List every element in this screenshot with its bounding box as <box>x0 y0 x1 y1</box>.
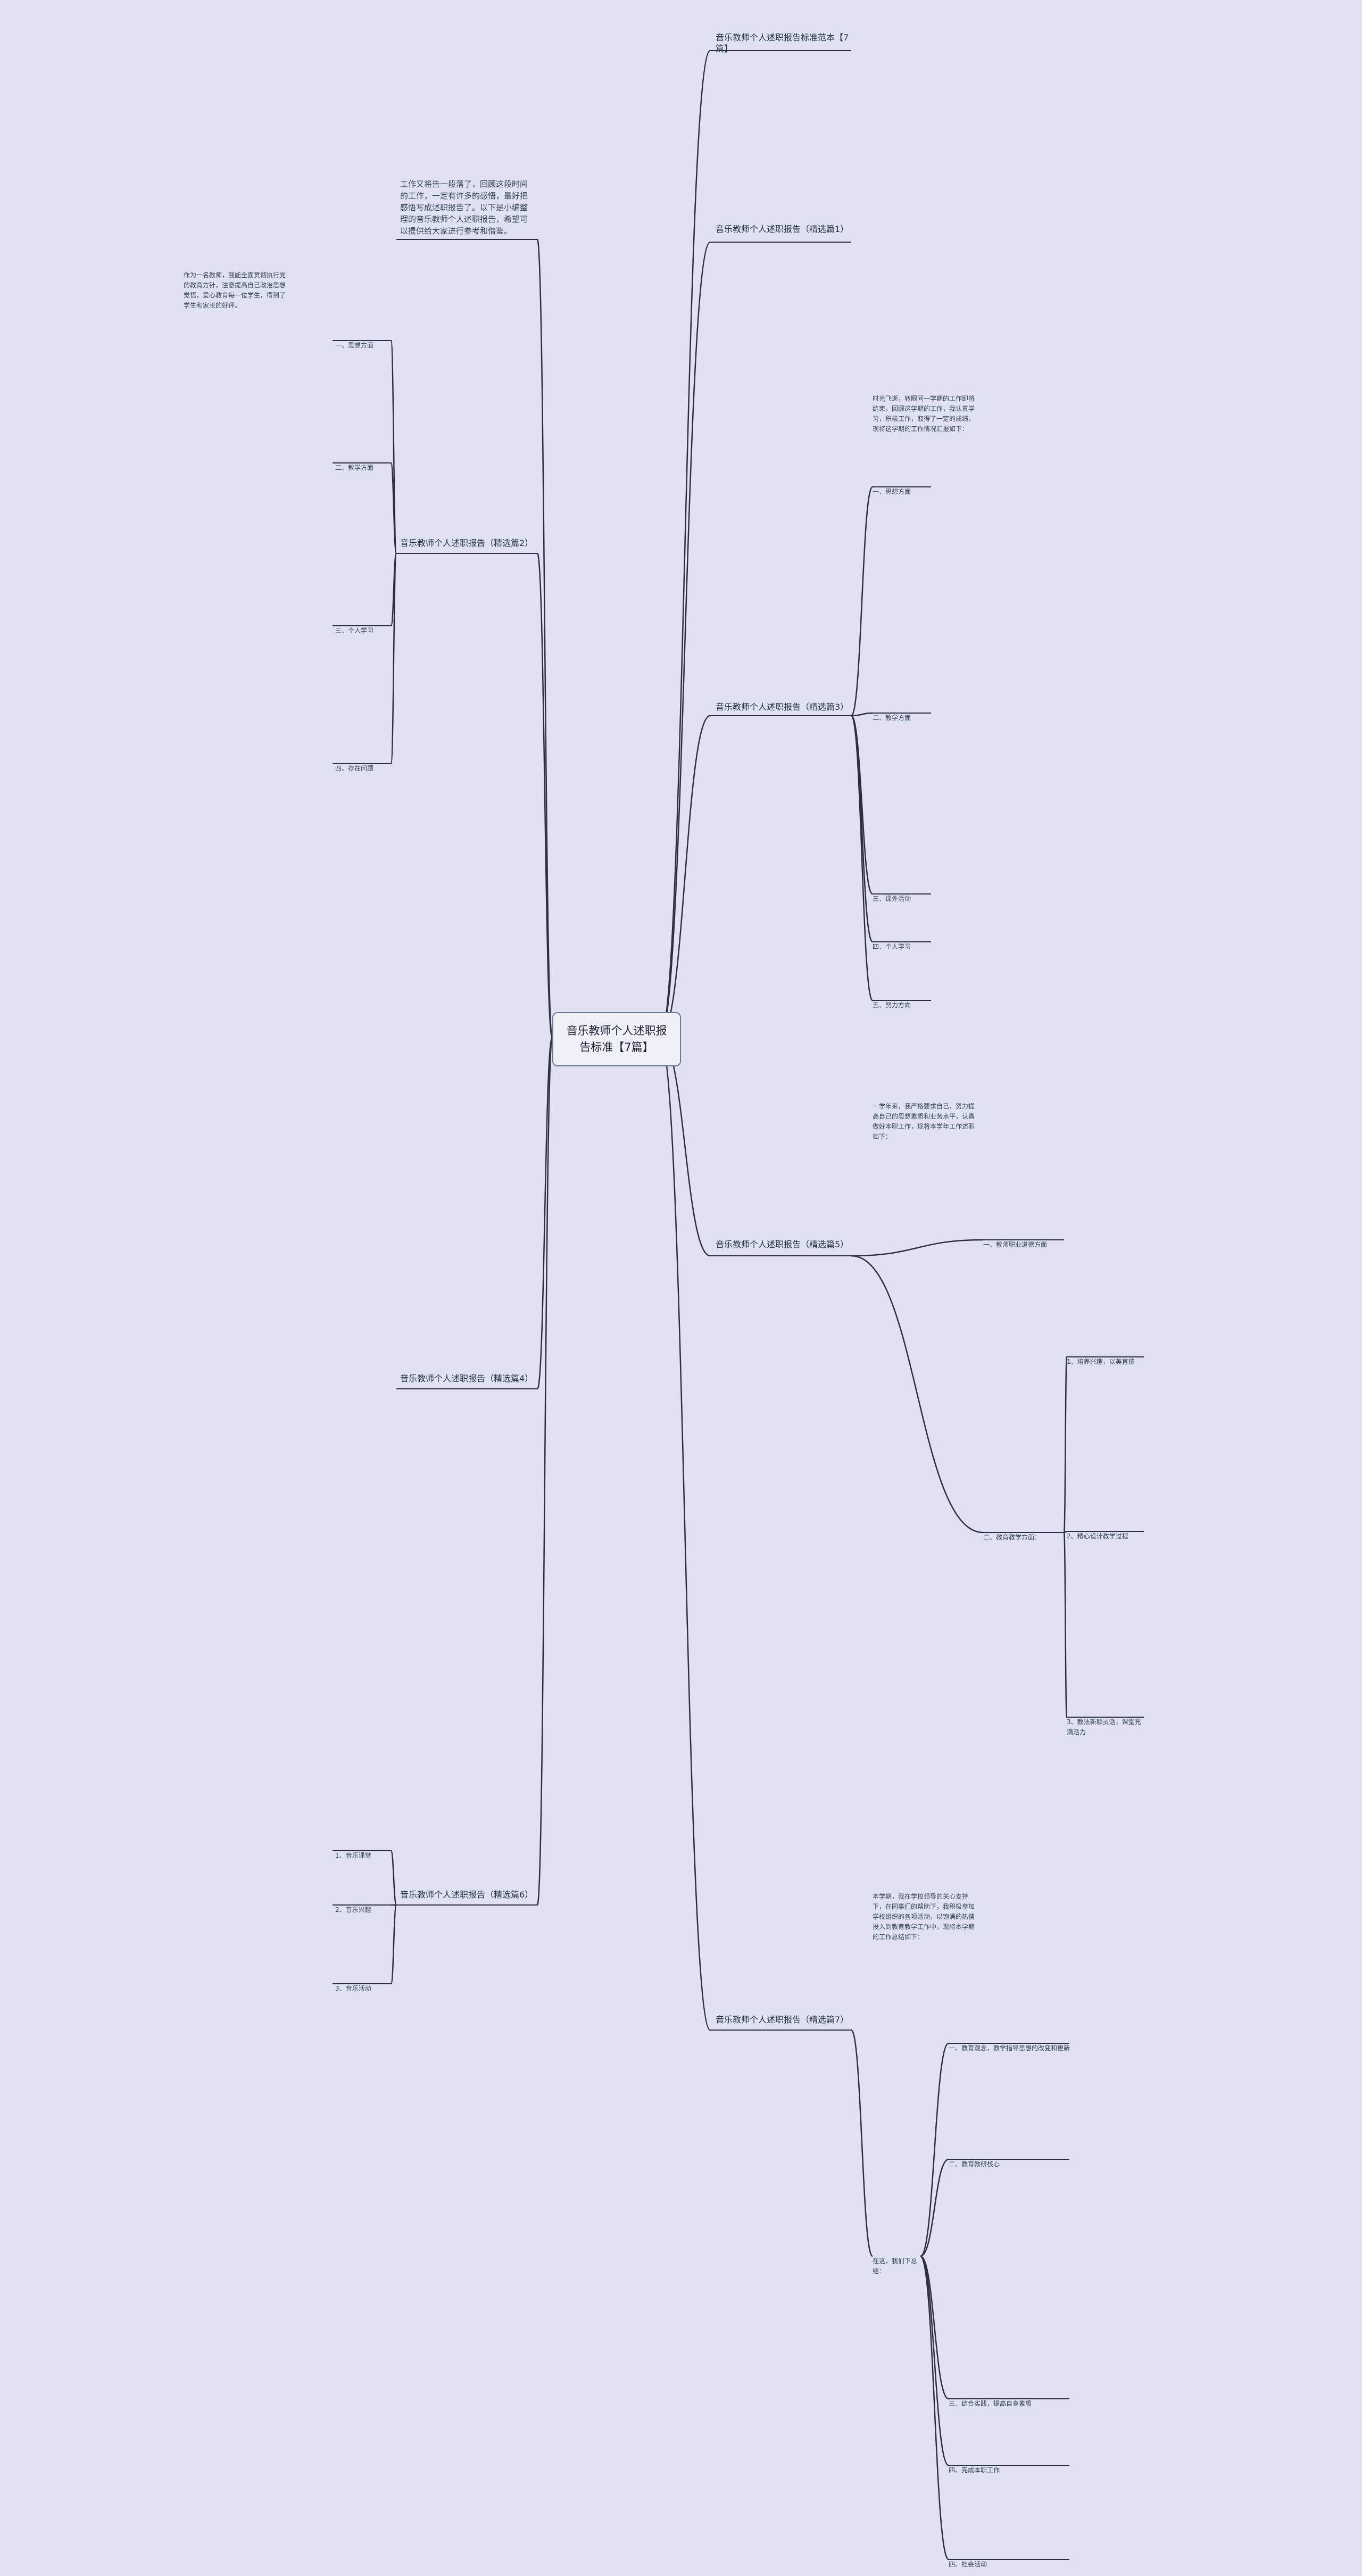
article-7-lead[interactable]: 在这，我们下总结： <box>873 2257 918 2275</box>
connector-root-article-6 <box>536 1037 553 1906</box>
branch-article-3[interactable]: 音乐教师个人述职报告（精选篇3） <box>716 702 849 712</box>
connector-root-article-1 <box>659 241 711 1039</box>
article-6-activity[interactable]: 3、音乐活动 <box>335 1985 371 1992</box>
article-5-methods[interactable]: 3、教法新颖灵活，课堂充满活力 <box>1067 1718 1141 1736</box>
connector-root-template <box>659 49 711 1039</box>
connector-b3-5 <box>850 715 874 1001</box>
article-3-study[interactable]: 四、个人学习 <box>873 943 911 950</box>
article-2-thought[interactable]: 一、思想方面 <box>335 342 374 349</box>
branch-article-2[interactable]: 音乐教师个人述职报告（精选篇2） <box>400 538 534 548</box>
article-7-research[interactable]: 二、教育教研核心 <box>949 2160 1000 2168</box>
branch-article-1[interactable]: 音乐教师个人述职报告（精选篇1） <box>716 224 849 234</box>
connector-b5-1 <box>851 1239 984 1257</box>
article-6-class[interactable]: 1、音乐课堂 <box>335 1852 371 1859</box>
connector-root-article-7 <box>659 1037 711 2031</box>
article-6-interest[interactable]: 2、音乐兴趣 <box>335 1906 371 1914</box>
connector-b2-2 <box>390 462 397 554</box>
article-7-social[interactable]: 四、社会活动 <box>949 2561 987 2568</box>
connector-b3-1 <box>850 486 874 717</box>
article-5-ethics[interactable]: 一、教师职业道德方面 <box>983 1241 1048 1248</box>
connector-b7-4 <box>920 2255 949 2466</box>
connector-b7-lead <box>850 2029 874 2257</box>
article-7-work[interactable]: 四、完成本职工作 <box>949 2466 1000 2474</box>
connector-root-article-3 <box>659 715 711 1039</box>
article-3-direction[interactable]: 五、努力方向 <box>873 1001 911 1009</box>
branch-article-6[interactable]: 音乐教师个人述职报告（精选篇6） <box>400 1890 534 1900</box>
article-2-teaching[interactable]: 二、教学方面 <box>335 464 374 471</box>
connector-b5-2-1 <box>1063 1356 1068 1534</box>
article-2-issues[interactable]: 四、存在问题 <box>335 765 374 772</box>
article-7-concept[interactable]: 一、教育观念，教学指导思想的改变和更新 <box>949 2044 1070 2052</box>
article-2-intro: 作为一名教师，我能全面贯彻执行党的教育方针，注意提高自己政治思想觉悟，爱心教育每… <box>184 271 286 309</box>
branch-article-4[interactable]: 音乐教师个人述职报告（精选篇4） <box>400 1373 534 1384</box>
connector-b6-1 <box>390 1850 397 1906</box>
article-3-thought[interactable]: 一、思想方面 <box>873 488 911 495</box>
article-5-intro: 一学年来，我严格要求自己，努力提高自己的思想素质和业务水平，认真做好本职工作，现… <box>873 1103 975 1140</box>
connector-root-article-4 <box>536 1037 553 1390</box>
article-5-education[interactable]: 二、教育教学方面： <box>983 1534 1041 1541</box>
article-5-design[interactable]: 2、精心设计教学过程 <box>1067 1533 1128 1540</box>
connector-root-intro <box>536 238 553 1039</box>
connector-b2-4 <box>390 552 397 765</box>
connector-b3-4 <box>850 715 874 943</box>
branch-article-5[interactable]: 音乐教师个人述职报告（精选篇5） <box>716 1239 849 1249</box>
connector-b7-3 <box>920 2255 949 2400</box>
article-3-intro: 时光飞逝，转眼间一学期的工作即将结束，回顾这学期的工作，我认真学习，积极工作，取… <box>873 395 975 433</box>
article-5-interest[interactable]: 1、培养兴趣，以美育德 <box>1067 1358 1135 1365</box>
root-node[interactable]: 音乐教师个人述职报告标准【7篇】 <box>552 1012 681 1066</box>
connector-b6-3 <box>390 1904 397 1985</box>
article-7-intro: 本学期，我在学校领导的关心支持下，在同事们的帮助下，我积极参加学校组织的各项活动… <box>873 1893 975 1941</box>
branch-article-7[interactable]: 音乐教师个人述职报告（精选篇7） <box>716 2015 849 2025</box>
connector-b5-2-3 <box>1063 1531 1068 1718</box>
article-7-practice[interactable]: 三、结合实践，提高自身素质 <box>949 2400 1032 2407</box>
connector-root-article-2 <box>536 552 553 1039</box>
branch-template[interactable]: 音乐教师个人述职报告标准范本【7篇】 <box>716 32 849 54</box>
connector-b7-2 <box>920 2158 949 2257</box>
connector-b3-2 <box>851 712 873 717</box>
connector-b7-5 <box>919 2255 950 2561</box>
article-3-activity[interactable]: 三、课外活动 <box>873 895 911 902</box>
connector-b5-2 <box>851 1255 984 1534</box>
intro-text: 工作又将告一段落了，回顾这段时间的工作，一定有许多的感悟，最好把感悟写成述职报告… <box>400 179 528 236</box>
connector-b7-1 <box>920 2042 949 2257</box>
article-3-teaching[interactable]: 二、教学方面 <box>873 714 911 722</box>
article-2-study[interactable]: 三、个人学习 <box>335 627 374 634</box>
